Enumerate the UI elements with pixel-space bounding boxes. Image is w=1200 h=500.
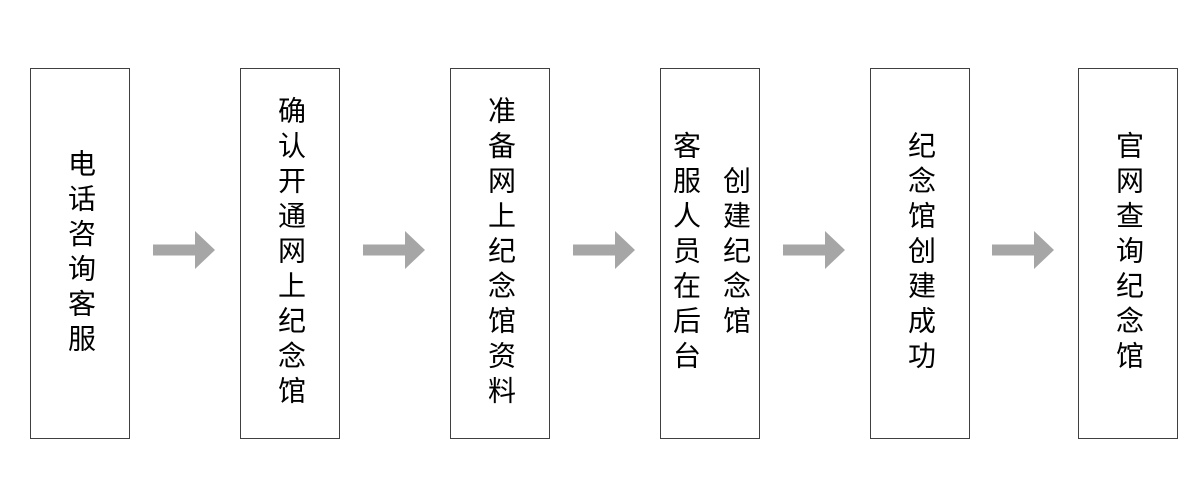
right-arrow-icon [783,230,847,270]
flow-step-prepare-materials: 准备网上纪念馆资料 [450,68,550,439]
right-arrow-icon [573,230,637,270]
flow-step-backend-create: 客服人员在后台 创建纪念馆 [660,68,760,439]
flow-step-label-line1: 客服人员在后台 [670,131,701,376]
flow-step-label-line2: 创建纪念馆 [720,166,751,341]
right-arrow-icon [992,230,1056,270]
flow-step-create-success: 纪念馆创建成功 [870,68,970,439]
flow-step-confirm-open: 确认开通网上纪念馆 [240,68,340,439]
flow-step-label: 准备网上纪念馆资料 [485,96,516,411]
right-arrow-icon [363,230,427,270]
flow-step-label: 确认开通网上纪念馆 [275,96,306,411]
flow-step-label: 电话咨询客服 [65,148,96,359]
flow-step-phone-consult: 电话咨询客服 [30,68,130,439]
flow-step-website-query: 官网查询纪念馆 [1078,68,1178,439]
flow-step-label: 官网查询纪念馆 [1113,131,1144,376]
flow-step-label: 纪念馆创建成功 [905,131,936,376]
right-arrow-icon [153,230,217,270]
